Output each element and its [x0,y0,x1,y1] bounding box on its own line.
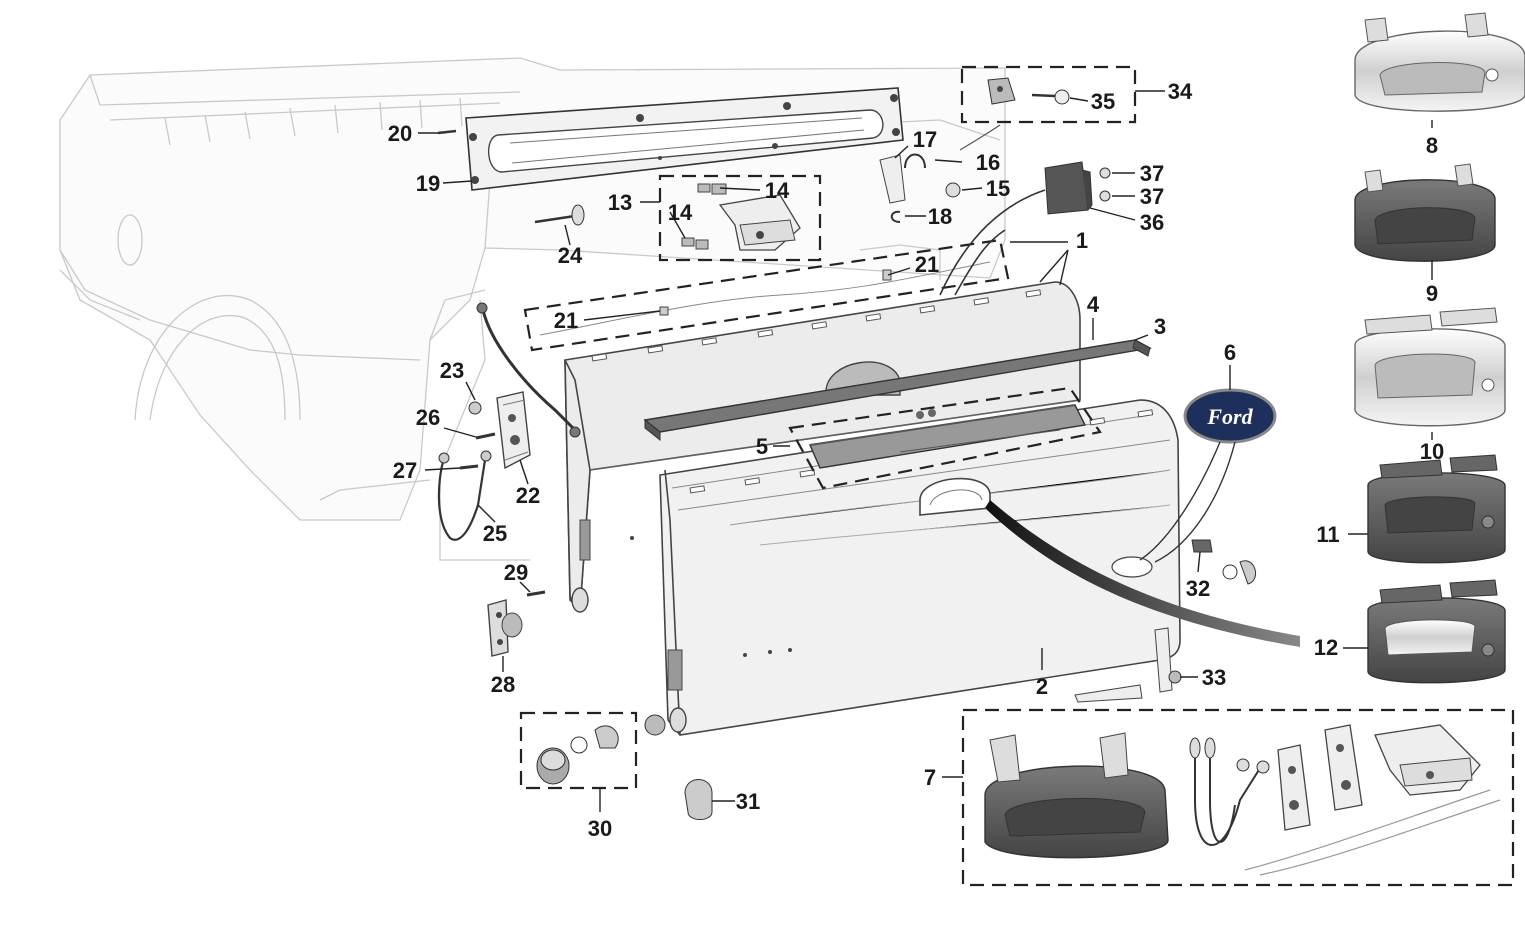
handle-black-chrome-12 [1367,579,1506,684]
pad-32 [1191,539,1213,553]
bushing-30 [644,714,666,736]
inner-panel-slots [591,289,1042,362]
callout-28: 28 [491,672,515,697]
screw-35 [1031,89,1070,105]
callout-17: 17 [913,127,937,152]
callout-14a: 14 [765,178,790,203]
callout-8: 8 [1426,133,1438,158]
bolt-23 [468,401,482,415]
callout-18: 18 [928,204,952,229]
callout-37b: 37 [1140,184,1164,209]
callout-labels: 1 2 3 4 5 6 7 8 9 10 11 12 13 14 14 15 1… [388,79,1444,841]
pivot-bracket-28 [487,599,523,657]
callout-33: 33 [1202,665,1226,690]
kit-handle [984,732,1169,859]
callout-21a: 21 [915,252,939,277]
callout-23: 23 [440,358,464,383]
clip-18 [890,210,901,223]
callout-12: 12 [1314,635,1338,660]
hardware-kit-box [960,65,1137,124]
bushing-group-32 [1222,560,1257,585]
callout-20: 20 [388,121,412,146]
callout-11: 11 [1316,522,1339,547]
washer-37a [1099,167,1111,179]
callout-2: 2 [1036,674,1048,699]
callout-34: 34 [1168,79,1193,104]
callout-3: 3 [1154,314,1166,339]
latch-kit-box [658,174,822,262]
callout-9: 9 [1426,281,1438,306]
callout-5: 5 [756,434,768,459]
pivot-kit-parts [536,725,619,785]
callout-31: 31 [736,789,760,814]
support-cable-upper [476,302,581,438]
striker-latch-left [496,391,531,470]
handle-chrome-10 [1354,307,1506,427]
tailgate-top-cap [465,87,904,191]
callout-36: 36 [1140,210,1164,235]
callout-6: 6 [1224,340,1236,365]
handle-black-11 [1367,454,1506,564]
callout-29: 29 [504,560,528,585]
callout-24: 24 [558,243,583,268]
bolt-27 [459,464,479,470]
callout-32: 32 [1186,576,1210,601]
callout-21b: 21 [554,308,578,333]
handle-kit-box [961,708,1515,887]
kit-latches [1244,724,1501,876]
handle-black-9 [1354,163,1496,262]
latch-assembly [681,183,801,251]
callout-16: 16 [976,150,1000,175]
callout-37a: 37 [1140,161,1164,186]
handle-sweep [985,500,1300,647]
ford-emblem: Ford [1183,388,1277,444]
pivot-kit-box [519,711,638,790]
callout-4: 4 [1087,292,1100,317]
callout-13: 13 [608,190,632,215]
callout-25: 25 [483,521,507,546]
handle-chrome-8 [1354,12,1525,112]
callout-14b: 14 [668,200,693,225]
callout-1: 1 [1076,228,1088,253]
leader-lines [418,90,1433,812]
screw-20 [437,129,457,135]
hinge-bracket-17 [879,153,926,204]
callout-22: 22 [516,483,540,508]
ford-emblem-text: Ford [1206,404,1253,429]
cable-kit-box [523,238,1010,352]
callout-30: 30 [588,816,612,841]
washer-37b [1099,190,1111,202]
bumper-34 [987,77,1016,105]
tailgate-outer-panel [630,399,1181,736]
callout-15: 15 [986,176,1010,201]
tailgate-spoiler [788,386,1102,490]
insert-31 [684,779,713,820]
support-cable-lower [437,450,492,541]
bumper-36 [1044,161,1093,215]
tailgate-molding [643,339,1153,442]
outer-panel-slots [689,409,1154,494]
hinge-33 [1074,627,1182,703]
callout-19: 19 [416,171,440,196]
bolt-29 [526,590,546,597]
callout-7: 7 [924,765,936,790]
pin-24 [534,204,585,226]
nut-15 [945,182,961,198]
bolt-26 [475,432,496,440]
callout-26: 26 [416,405,440,430]
kit-cables [1189,737,1270,846]
callout-10: 10 [1420,439,1444,464]
callout-27: 27 [393,458,417,483]
callout-35: 35 [1091,89,1115,114]
